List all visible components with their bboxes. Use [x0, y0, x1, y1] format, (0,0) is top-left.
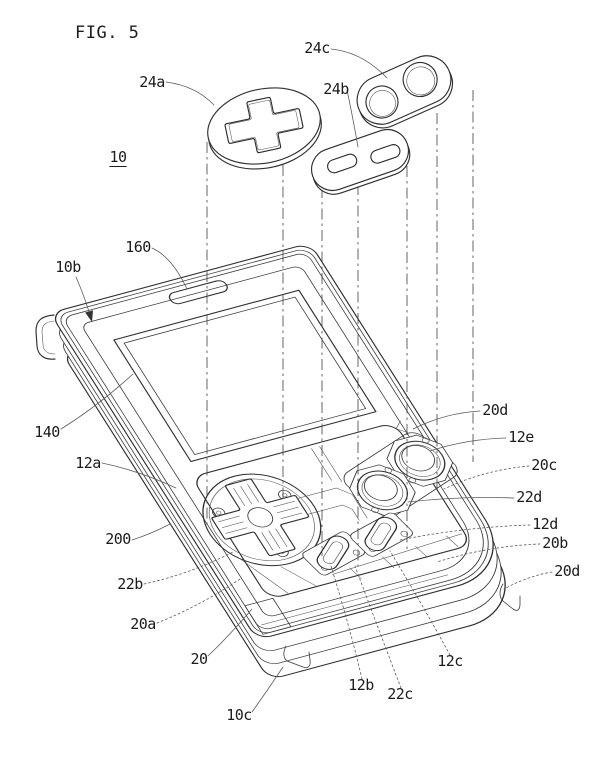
- cap-24b-slot-left: [327, 153, 358, 174]
- ref-label-20c: 20c: [531, 456, 557, 474]
- cap-24c-ab-plate: [356, 55, 454, 129]
- ref-label-24a: 24a: [139, 73, 165, 91]
- ref-label-22c: 22c: [387, 685, 413, 703]
- bottom-corner-foot: [244, 597, 292, 635]
- ref-label-24b: 24b: [323, 80, 349, 98]
- cap-24c-hole-a: [402, 61, 438, 98]
- ref-label-22b: 22b: [117, 575, 143, 593]
- inner-shelf-lattice: [332, 533, 462, 579]
- ref-label-10: 10: [109, 148, 127, 166]
- opening-divider: [311, 446, 343, 482]
- reference-numerals: 10 24a 24c 24b 160 10b 140 12a 200 22b 20a 20 10c 12b…: [34, 39, 580, 724]
- membrane-straps: [236, 487, 368, 595]
- right-wall-notch: [499, 583, 521, 611]
- cap-24b-lever-plate: [311, 128, 411, 195]
- ref-label-160: 160: [125, 238, 151, 256]
- ref-label-140: 140: [34, 423, 60, 441]
- strap-slot-160: [168, 280, 228, 305]
- ref-label-12c: 12c: [437, 652, 463, 670]
- cap-24b-slot-right: [370, 144, 401, 164]
- bottom-wall-notch: [283, 645, 311, 668]
- ref-label-20: 20: [190, 650, 208, 668]
- projection-lines: [206, 90, 474, 566]
- inner-recess-panel: [83, 266, 470, 617]
- ref-label-24c: 24c: [304, 39, 330, 57]
- start-lever-assembly: [350, 512, 413, 557]
- leader-lines: [60, 48, 553, 713]
- cap-24a-dpad-disc: [207, 87, 322, 170]
- bottom-frame-line: [261, 574, 448, 626]
- case-rim-line-1: [60, 249, 489, 633]
- ref-label-12a: 12a: [75, 454, 101, 472]
- ref-label-22d: 22d: [516, 488, 542, 506]
- button-b: [356, 470, 408, 511]
- ref-label-10b: 10b: [55, 258, 81, 276]
- ref-label-12e: 12e: [508, 428, 534, 446]
- ref-label-20a: 20a: [130, 615, 156, 633]
- select-lever-assembly: [302, 531, 366, 576]
- figure-title: FIG. 5: [75, 23, 139, 43]
- case-left-latch: [35, 314, 56, 360]
- dpad-ribs: [218, 484, 303, 551]
- cap-24c-hole-b: [365, 85, 399, 119]
- dpad-center-circle: [247, 507, 274, 528]
- arrowhead-10b: [85, 310, 93, 322]
- screen-window: [113, 289, 377, 462]
- ref-label-12b: 12b: [348, 676, 374, 694]
- ref-label-20d: 20d: [554, 562, 580, 580]
- ref-label-20d: 20d: [482, 401, 508, 419]
- ref-label-200: 200: [105, 530, 131, 548]
- ref-label-10c: 10c: [226, 706, 252, 724]
- case-rim-line-2: [65, 253, 484, 630]
- ref-label-20b: 20b: [542, 534, 568, 552]
- panel-edge-notch: [395, 420, 409, 433]
- dpad-assembly: [202, 473, 322, 567]
- dpad-cross-button: [211, 478, 310, 557]
- ref-label-12d: 12d: [532, 515, 558, 533]
